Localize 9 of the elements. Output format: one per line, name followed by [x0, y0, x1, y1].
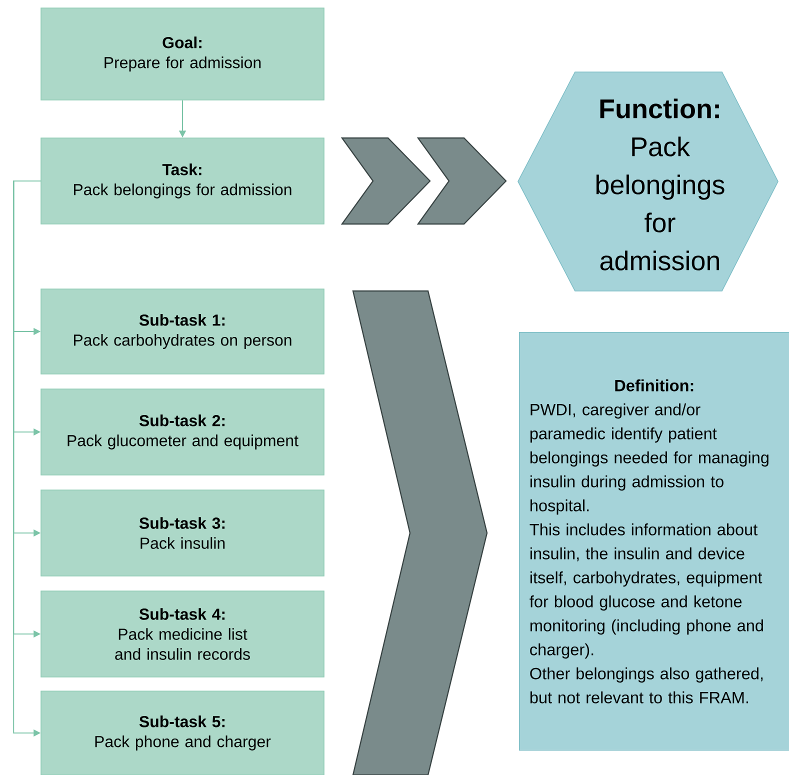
- task-box: Goal: Prepare for admission: [40, 8, 324, 100]
- task-box: Task: Pack belongings for admission: [40, 138, 324, 224]
- task-box: Sub-task 2: Pack glucometer and equipment: [40, 388, 324, 476]
- task-box: Sub-task 5: Pack phone and charger: [40, 690, 324, 775]
- task-box: Sub-task 1: Pack carbohydrates on person: [40, 288, 324, 374]
- task-box: Sub-task 4: Pack medicine list and insulin records: [40, 590, 324, 678]
- function-hexagon: Function: Pack belongings for admission: [518, 72, 778, 292]
- definition-box: Definition: PWDI, caregiver and/or paramedic identify patient belongings needed for managing insulin during admission to hospital. This includes information about insulin, the insulin and device itself, carbohydrates, equipment for blood glucose and ketone monitoring (including phone and charger). Other belongings also gathered, but not relevant to this FRAM.: [519, 332, 789, 751]
- task-box: Sub-task 3: Pack insulin: [40, 490, 324, 576]
